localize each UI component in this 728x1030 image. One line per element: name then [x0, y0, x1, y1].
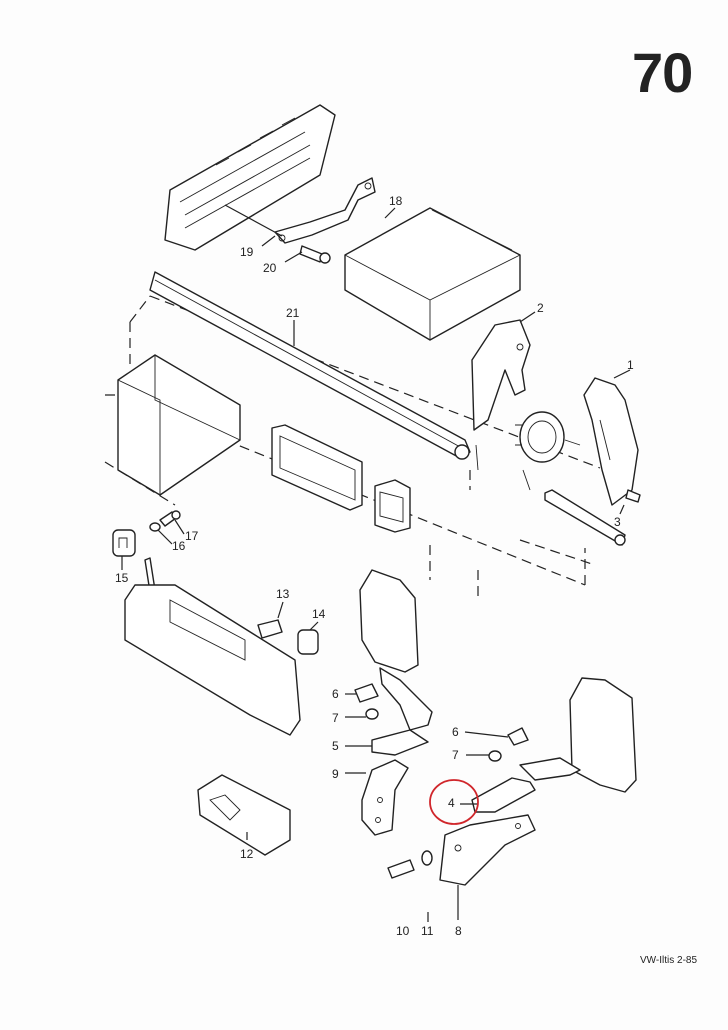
vent-grille[interactable] [164, 104, 336, 251]
part-12-lamp[interactable] [197, 774, 291, 856]
part-6-bolt-left[interactable] [354, 683, 379, 703]
callout-20[interactable]: 20 [263, 261, 277, 275]
callout-1[interactable]: 1 [627, 358, 634, 372]
part-19-bracket[interactable] [274, 177, 376, 244]
part-11-washer[interactable] [421, 850, 433, 866]
callout-16[interactable]: 16 [172, 539, 186, 553]
glovebox-panel[interactable] [117, 354, 241, 496]
part-10-screw[interactable] [387, 859, 415, 879]
callout-2[interactable]: 2 [537, 301, 544, 315]
part-14-clip[interactable] [297, 629, 319, 655]
part-2-bracket[interactable] [471, 319, 531, 471]
part-9-bracket[interactable] [361, 759, 409, 836]
callout-18[interactable]: 18 [389, 194, 403, 208]
document-reference: VW-Iltis 2-85 [640, 955, 698, 966]
callout-14[interactable]: 14 [312, 607, 326, 621]
callout-19[interactable]: 19 [240, 245, 254, 259]
part-1-side-panel[interactable] [583, 377, 639, 506]
part-3-strip[interactable] [544, 489, 641, 546]
callout-4[interactable]: 4 [448, 796, 455, 810]
callout-6-left[interactable]: 6 [332, 687, 339, 701]
part-15-knob[interactable] [112, 529, 136, 557]
dashboard-openings [271, 424, 411, 533]
callout-13[interactable]: 13 [276, 587, 290, 601]
part-8-mount-bracket[interactable] [439, 814, 536, 886]
callout-17[interactable]: 17 [185, 529, 199, 543]
callout-11[interactable]: 11 [421, 924, 434, 938]
page-number: 70 [632, 41, 693, 104]
clock-unit[interactable] [515, 411, 581, 491]
part-17-screw[interactable] [159, 510, 181, 527]
part-4-mirror-base[interactable] [471, 777, 536, 813]
part-13-pin[interactable] [257, 619, 283, 639]
part-18-box[interactable] [344, 207, 521, 341]
right-mirror[interactable] [519, 677, 637, 793]
part-21-trim-strip[interactable] [149, 271, 471, 460]
highlight-circle [429, 779, 479, 825]
callout-9[interactable]: 9 [332, 767, 339, 781]
callout-labels: 1 2 3 4 5 6 6 7 7 8 9 10 11 12 13 14 15 … [115, 194, 634, 938]
part-7-washer-left[interactable] [365, 708, 379, 720]
leader-lines [121, 204, 631, 922]
callout-12[interactable]: 12 [240, 847, 254, 861]
left-mirror[interactable] [359, 569, 433, 731]
part-5-base-plate[interactable] [371, 729, 429, 756]
callout-3[interactable]: 3 [614, 515, 621, 529]
sun-visor[interactable] [124, 557, 301, 736]
part-6-bolt-right[interactable] [507, 727, 529, 746]
callout-10[interactable]: 10 [396, 924, 410, 938]
callout-15[interactable]: 15 [115, 571, 129, 585]
part-7-washer-right[interactable] [488, 750, 502, 762]
callout-7-right[interactable]: 7 [452, 748, 459, 762]
callout-8[interactable]: 8 [455, 924, 462, 938]
callout-5[interactable]: 5 [332, 739, 339, 753]
callout-7-left[interactable]: 7 [332, 711, 339, 725]
callout-6-right[interactable]: 6 [452, 725, 459, 739]
callout-21[interactable]: 21 [286, 306, 300, 320]
part-16-washer[interactable] [149, 522, 161, 532]
part-20-screw[interactable] [299, 245, 331, 264]
